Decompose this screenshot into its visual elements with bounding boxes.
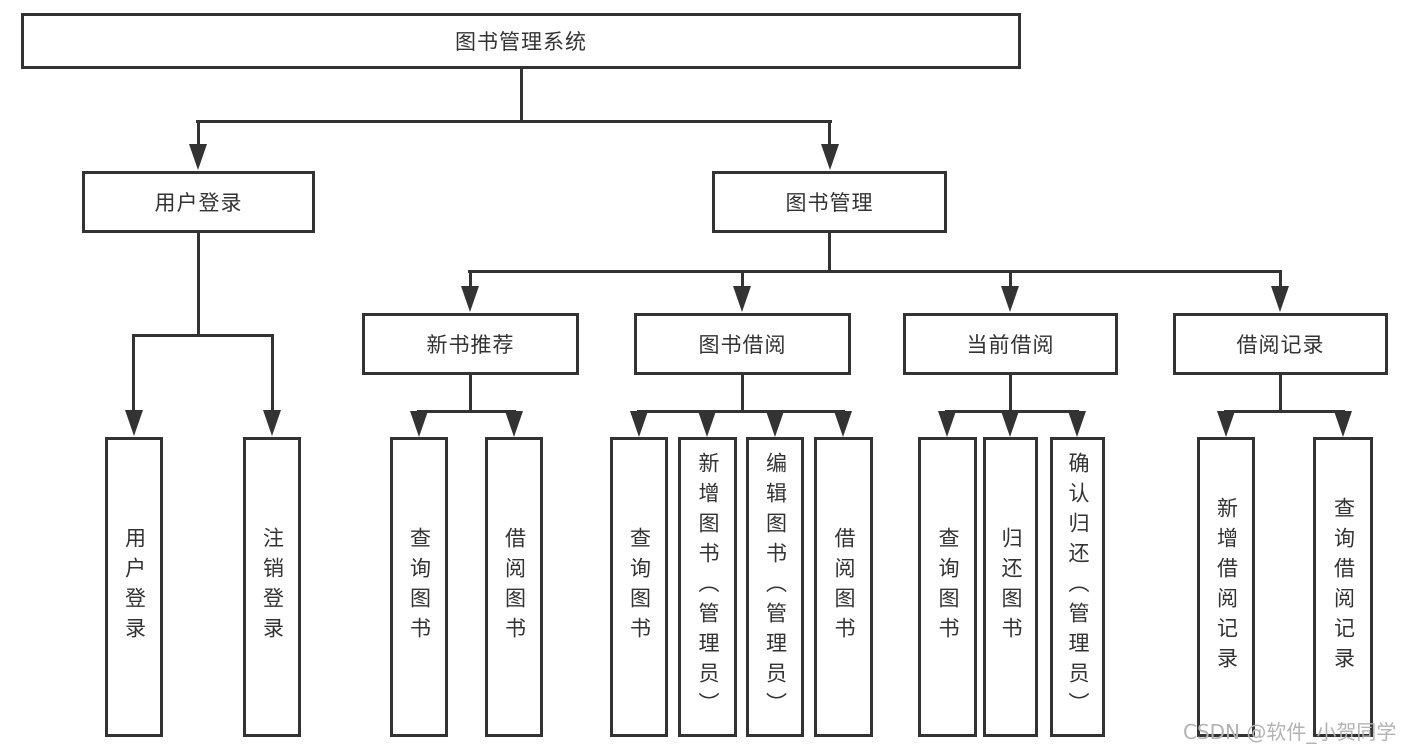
- connector-root-stem: [520, 69, 523, 123]
- arrowhead-to-br-query: [1334, 411, 1352, 437]
- leaf-bb-query-books: 查询图书: [610, 437, 668, 737]
- leaf-bb-edit-books-admin: 编辑图书（管理员）: [746, 437, 804, 737]
- connector-userlogin-drop-1: [132, 334, 135, 412]
- arrowhead-to-cb-confirm: [1068, 411, 1086, 437]
- connector-nbr-stem: [469, 375, 472, 413]
- leaf-cb-confirm-return-admin: 确认归还（管理员）: [1050, 437, 1105, 737]
- connector-root-drop-right: [828, 120, 831, 146]
- arrowhead-to-cb-query: [938, 411, 956, 437]
- leaf-cb-return-books: 归还图书: [983, 437, 1038, 737]
- arrowhead-to-bb-edit: [766, 411, 784, 437]
- leaf-nbr-borrow-books: 借阅图书: [485, 437, 543, 737]
- connector-userlogin-hbar: [132, 334, 274, 337]
- connector-userlogin-drop-2: [271, 334, 274, 412]
- arrowhead-to-bb-query: [630, 411, 648, 437]
- arrowhead-to-leaf-logout: [263, 410, 281, 436]
- connector-bb-hbar: [637, 410, 845, 413]
- csdn-watermark: CSDN @软件_小贺同学: [1183, 720, 1397, 744]
- connector-cb-stem: [1009, 375, 1012, 413]
- arrowhead-to-book-borrow: [733, 286, 751, 312]
- connector-bb-stem: [741, 375, 744, 413]
- arrowhead-to-cb-return: [1001, 411, 1019, 437]
- arrowhead-to-current-borrow: [1001, 286, 1019, 312]
- node-current-borrow: 当前借阅: [903, 313, 1118, 375]
- leaf-bb-add-books-admin: 新增图书（管理员）: [678, 437, 737, 737]
- leaf-br-query-record: 查询借阅记录: [1313, 437, 1373, 737]
- connector-bookmgmt-drop-4: [1279, 270, 1282, 288]
- node-root: 图书管理系统: [21, 13, 1021, 69]
- connector-nbr-hbar: [417, 410, 516, 413]
- leaf-nbr-query-books: 查询图书: [390, 437, 448, 737]
- arrowhead-to-br-add: [1217, 411, 1235, 437]
- arrowhead-to-borrow-records: [1271, 286, 1289, 312]
- connector-br-hbar: [1224, 410, 1345, 413]
- arrowhead-to-nbr-query: [410, 411, 428, 437]
- leaf-br-add-record: 新增借阅记录: [1197, 437, 1255, 737]
- arrowhead-to-user-login: [189, 144, 207, 170]
- arrowhead-to-leaf-user-login: [125, 410, 143, 436]
- connector-bookmgmt-drop-1: [469, 270, 472, 288]
- connector-userlogin-stem: [197, 233, 200, 337]
- leaf-user-login: 用户登录: [105, 437, 163, 737]
- node-new-book-recommend: 新书推荐: [362, 313, 579, 375]
- arrowhead-to-new-book-recommend: [461, 286, 479, 312]
- arrowhead-to-nbr-borrow: [505, 411, 523, 437]
- arrowhead-to-book-management: [821, 144, 839, 170]
- arrowhead-to-bb-borrow: [834, 411, 852, 437]
- node-borrow-records: 借阅记录: [1173, 313, 1388, 375]
- connector-bookmgmt-drop-2: [741, 270, 744, 288]
- connector-bookmgmt-stem: [828, 233, 831, 272]
- connector-root-hbar: [196, 120, 832, 123]
- leaf-logout: 注销登录: [243, 437, 301, 737]
- connector-br-stem: [1279, 375, 1282, 413]
- connector-root-drop-left: [197, 120, 200, 146]
- node-user-login: 用户登录: [82, 171, 315, 233]
- node-book-borrow: 图书借阅: [634, 313, 851, 375]
- arrowhead-to-bb-add: [698, 411, 716, 437]
- leaf-cb-query-books: 查询图书: [918, 437, 977, 737]
- leaf-bb-borrow-books: 借阅图书: [814, 437, 873, 737]
- node-book-management: 图书管理: [712, 171, 947, 233]
- connector-bookmgmt-hbar: [468, 270, 1282, 273]
- connector-bookmgmt-drop-3: [1009, 270, 1012, 288]
